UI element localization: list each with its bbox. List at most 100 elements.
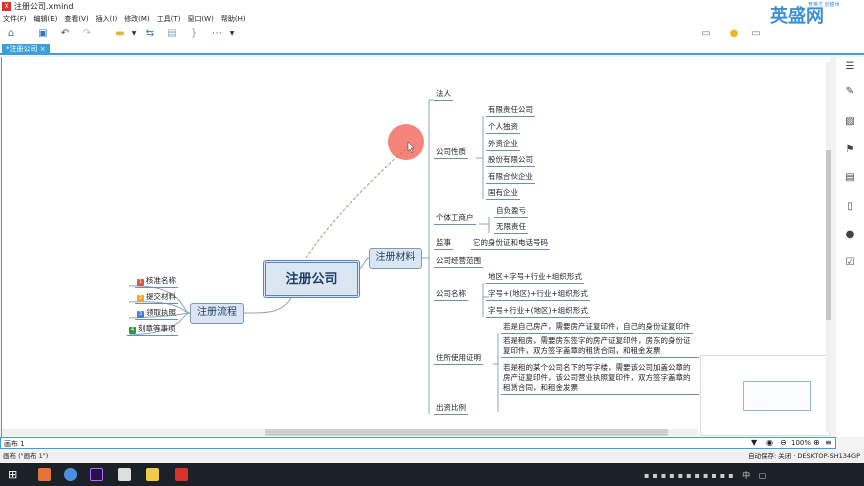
topic-style-icon[interactable]: ▬ — [115, 28, 125, 39]
priority-4-icon: 4 — [129, 327, 136, 334]
home-icon[interactable]: ⌂ — [7, 28, 15, 39]
sheet-tab-bar: 画布 1 ▼ ◉ ⊖ 100% ⊕ ≡ — [0, 437, 836, 449]
menu-file[interactable]: 文件(F) — [3, 15, 27, 23]
format-brush-icon[interactable]: ✎ — [845, 86, 855, 97]
priority-3-icon: 3 — [137, 311, 144, 318]
list-item[interactable]: 字号+行业+(地区)+组织形式 — [486, 305, 590, 318]
premiere-icon[interactable] — [90, 468, 103, 481]
image-icon[interactable]: ▨ — [845, 116, 855, 127]
menu-window[interactable]: 窗口(W) — [187, 15, 214, 23]
dropdown-icon[interactable]: ▼ — [131, 30, 137, 37]
tab-zhuce-gongsi[interactable]: *注册公司 × — [2, 44, 50, 55]
menu-edit[interactable]: 编辑(E) — [33, 15, 58, 23]
list-item[interactable]: 有限合伙企业 — [486, 171, 535, 184]
lightbulb-icon[interactable]: ● — [729, 28, 739, 39]
list-item[interactable]: 有限责任公司 — [486, 104, 535, 117]
fit-icon[interactable]: ≡ — [825, 438, 832, 447]
menu-bar: 文件(F) 编辑(E) 查看(V) 插入(I) 修改(M) 工具(T) 窗口(W) 帮助(H) — [0, 13, 864, 25]
status-left: 画布 ("画布 1") — [3, 452, 49, 460]
zoom-out-icon[interactable]: ⊖ — [780, 438, 787, 447]
list-item[interactable]: 自负盈亏 — [494, 205, 528, 218]
dropdown-icon[interactable]: ▼ — [229, 30, 235, 37]
list-item[interactable]: 国有企业 — [486, 187, 520, 200]
browser-icon[interactable] — [64, 468, 77, 481]
window-title: 注册公司.xmind — [14, 2, 74, 11]
topic-faren[interactable]: 法人 — [434, 88, 453, 101]
watermark-sub: 育英才 创盛世 — [808, 2, 840, 8]
list-item[interactable]: 字号+(地区)+行业+组织形式 — [486, 288, 590, 301]
photos-icon[interactable] — [118, 468, 131, 481]
redo-icon[interactable]: ↷ — [82, 28, 92, 39]
priority-2-icon: 2 — [137, 295, 144, 302]
tab-label: *注册公司 — [6, 45, 38, 53]
topic-gongsi-xingzhi[interactable]: 公司性质 — [434, 146, 468, 159]
more-icon[interactable]: ⋯ — [212, 28, 222, 39]
list-item[interactable]: 个人独资 — [486, 121, 520, 134]
list-item[interactable]: 外资企业 — [486, 138, 520, 151]
menu-insert[interactable]: 插入(I) — [95, 15, 118, 23]
topic-jianshi[interactable]: 监事 — [434, 237, 453, 250]
central-topic[interactable]: 注册公司 — [263, 260, 360, 298]
menu-modify[interactable]: 修改(M) — [124, 15, 150, 23]
toolbar: ⌂ ▣ ↶ ↷ ▬ ▼ ⇆ ▤ } ⋯ ▼ ▭ ● ▭ — [0, 25, 864, 43]
zoom-in-icon[interactable]: ⊕ — [813, 438, 820, 447]
overview-panel[interactable] — [700, 355, 830, 436]
sheet-tab[interactable]: 画布 1 — [4, 440, 25, 448]
list-item[interactable]: 地区+字号+行业+组织形式 — [486, 271, 584, 284]
topic-zhuce-liucheng[interactable]: 注册流程 — [190, 303, 244, 324]
windows-start-icon[interactable]: ⊞ — [8, 468, 18, 481]
vertical-scroll-thumb[interactable] — [826, 150, 831, 320]
list-item[interactable]: 若是租房，需要房东签字的房产证复印件，房东的身份证复印件，双方签字盖章的租赁合同… — [501, 336, 699, 358]
list-item[interactable]: 它的身份证和电话号码 — [471, 237, 550, 250]
system-tray-icons[interactable]: ▪▪▪▪▪▪▪▪▪▪▪ 中 ▢ — [644, 471, 770, 480]
notes-icon[interactable]: ▯ — [847, 201, 853, 212]
save-icon[interactable]: ▣ — [38, 28, 48, 39]
xmind-taskbar-icon[interactable] — [175, 468, 188, 481]
topic-geti-gongshanghu[interactable]: 个体工商户 — [434, 212, 476, 225]
cursor-icon — [407, 141, 415, 154]
item-label: 刻章等事项 — [138, 324, 176, 333]
right-sidebar: ☰ ✎ ▨ ⚑ ▤ ▯ ● ☑ — [836, 57, 864, 437]
filter-icon[interactable]: ▼ — [751, 438, 758, 447]
close-tab-icon[interactable]: × — [39, 45, 46, 53]
list-item[interactable]: 股份有限公司 — [486, 154, 535, 167]
file-explorer-icon[interactable] — [146, 468, 159, 481]
flag-marker-icon[interactable]: ⚑ — [845, 144, 855, 155]
outline-icon[interactable]: ☰ — [845, 61, 855, 72]
menu-tools[interactable]: 工具(T) — [156, 15, 181, 23]
presentation-icon[interactable]: ▭ — [701, 28, 711, 39]
list-item[interactable]: 若是自己房产，需要房产证复印件，自己的身份证复印件 — [501, 321, 693, 334]
topic-zhusuo-zhengming[interactable]: 住所使用证明 — [434, 352, 483, 365]
zoom-level: 100% — [791, 439, 812, 447]
menu-view[interactable]: 查看(V) — [64, 15, 89, 23]
editor-tab-bar: *注册公司 × — [0, 43, 864, 55]
list-item[interactable]: 无限责任 — [494, 221, 528, 234]
eye-icon[interactable]: ◉ — [766, 438, 773, 447]
menu-help[interactable]: 帮助(H) — [220, 15, 246, 23]
undo-icon[interactable]: ↶ — [60, 28, 70, 39]
list-item[interactable]: 若是租的某个公司名下的写字楼，需要该公司加盖公章的房产证复印件，该公司营业执照复… — [501, 363, 699, 395]
topic-chuzi-bili[interactable]: 出资比例 — [434, 402, 468, 415]
label-icon[interactable]: ▤ — [845, 172, 855, 183]
comment-icon[interactable]: ● — [845, 229, 855, 240]
horizontal-scroll-thumb[interactable] — [265, 429, 668, 436]
task-icon[interactable]: ☑ — [845, 257, 855, 268]
watermark-logo: 英盛网 — [770, 6, 824, 27]
topic-jingying-fanwei[interactable]: 公司经营范围 — [434, 255, 483, 268]
boundary-icon[interactable]: } — [190, 28, 198, 39]
topic-zhuce-cailiao[interactable]: 注册材料 — [369, 248, 422, 269]
status-bar: 画布 ("画布 1") 自动保存: 关闭 · DESKTOP-SH134GP — [0, 451, 864, 462]
panel-icon[interactable]: ▭ — [751, 28, 761, 39]
app-icon[interactable] — [38, 468, 51, 481]
relationship-icon[interactable]: ⇆ — [145, 28, 155, 39]
title-bar: X 注册公司.xmind — [0, 0, 864, 13]
overview-viewport[interactable] — [743, 381, 811, 411]
summary-icon[interactable]: ▤ — [167, 28, 177, 39]
item-label: 领取执照 — [146, 308, 176, 317]
topic-gongsi-mingcheng[interactable]: 公司名称 — [434, 288, 468, 301]
